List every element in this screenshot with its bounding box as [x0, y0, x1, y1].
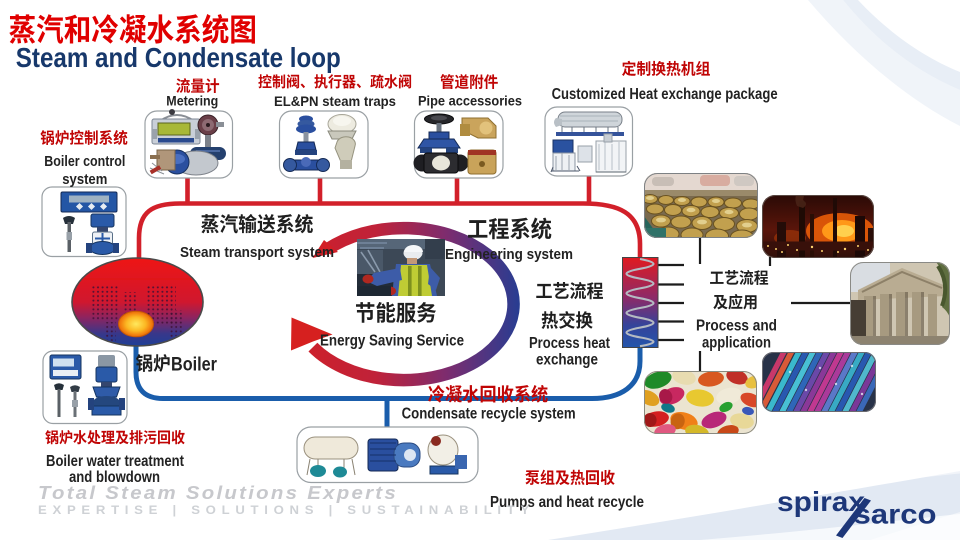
svg-text:exchange: exchange	[536, 352, 598, 369]
svg-text:EL&PN steam traps: EL&PN steam traps	[274, 93, 396, 109]
svg-text:Metering: Metering	[166, 93, 218, 109]
svg-text:system: system	[62, 171, 107, 188]
svg-text:Engineering system: Engineering system	[445, 246, 573, 263]
svg-text:Boiler control: Boiler control	[44, 153, 125, 170]
svg-text:application: application	[702, 335, 771, 352]
svg-text:Boiler water treatment: Boiler water treatment	[46, 453, 184, 470]
svg-text:and blowdown: and blowdown	[69, 469, 160, 486]
svg-text:Pumps and heat recycle: Pumps and heat recycle	[490, 494, 644, 511]
svg-text:Pipe accessories: Pipe accessories	[418, 93, 522, 109]
svg-text:Steam transport system: Steam transport system	[180, 244, 334, 261]
svg-text:Total Steam Solutions Exper: Total Steam Solutions Experts	[38, 483, 398, 503]
svg-text:Energy Saving Service: Energy Saving Service	[320, 333, 464, 350]
svg-text:Process and: Process and	[696, 318, 777, 335]
svg-text:Steam and Condensate loop: Steam and Condensate loop	[16, 42, 341, 73]
svg-text:spirax: spirax	[777, 486, 865, 517]
svg-text:Condensate recycle system: Condensate recycle system	[402, 406, 576, 423]
svg-text:Process heat: Process heat	[529, 335, 610, 352]
svg-text:EXPERTISE | SOLUTIONS | SUSTAI: EXPERTISE | SOLUTIONS | SUSTAINABILITY	[38, 505, 535, 517]
svg-text:Customized Heat exchange packa: Customized Heat exchange package	[552, 86, 778, 103]
svg-text:Boiler: Boiler	[171, 355, 218, 376]
